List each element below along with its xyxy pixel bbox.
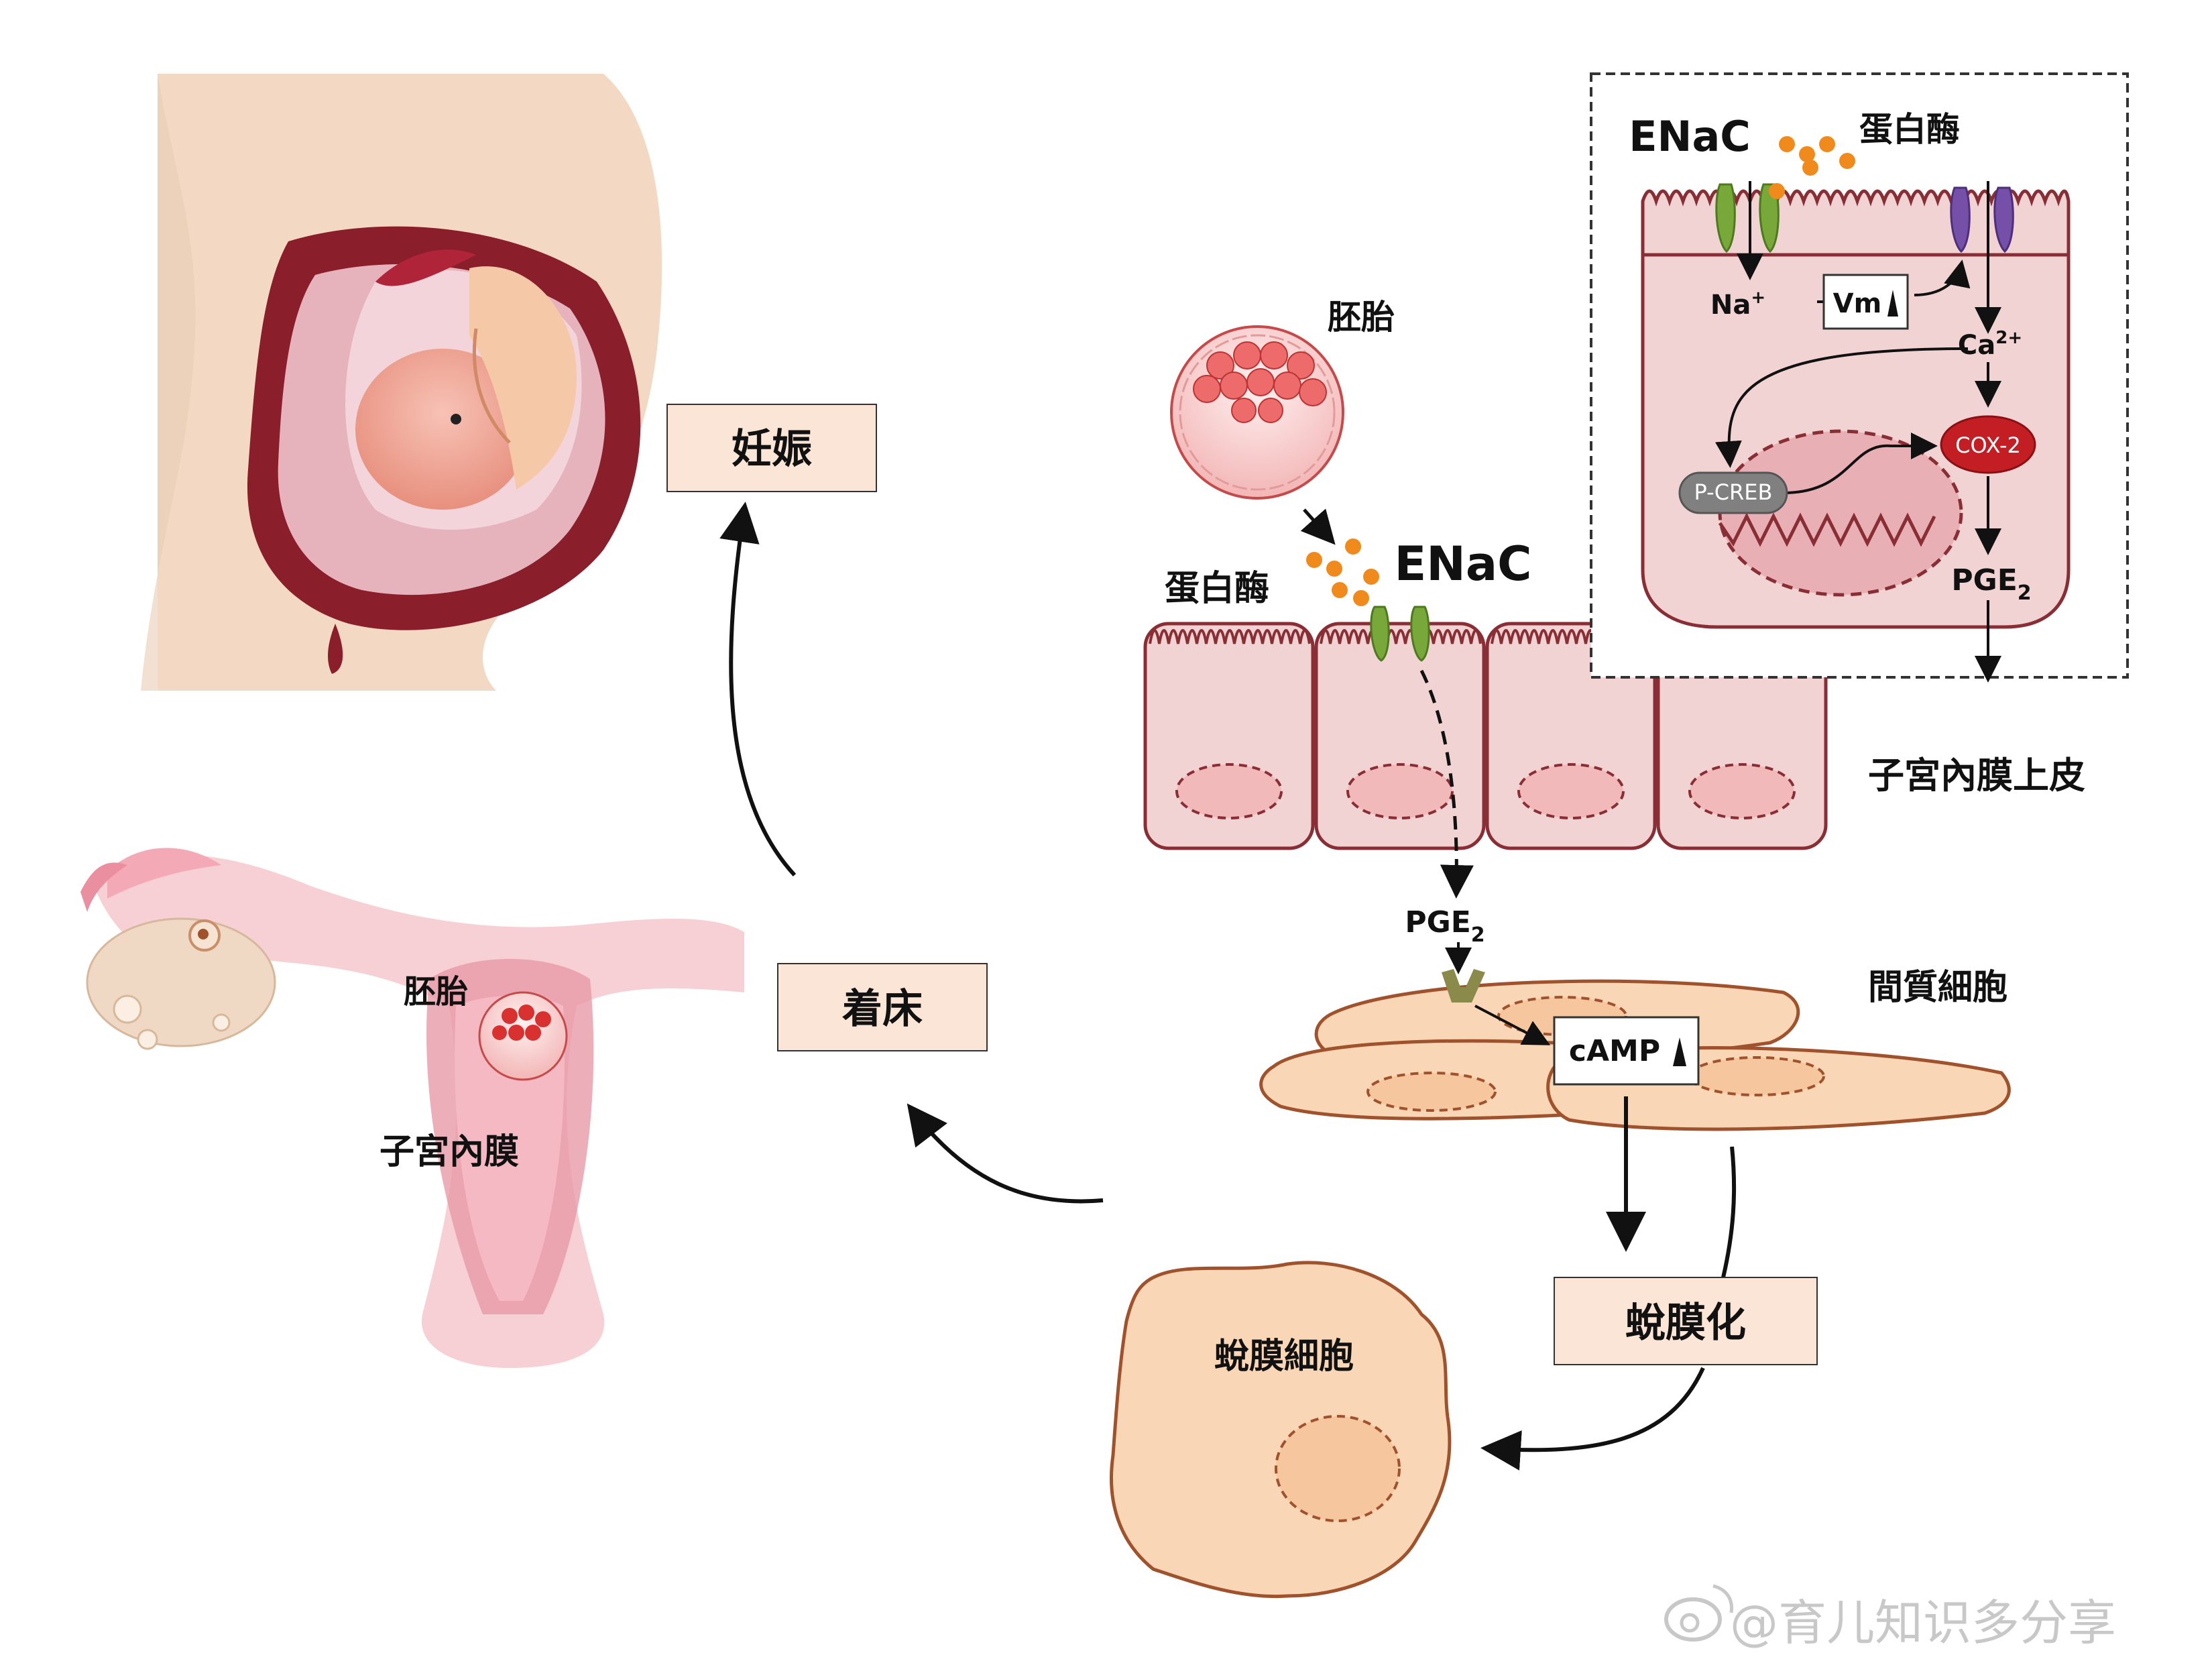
- pge2-receptor-icon: [1442, 969, 1485, 1003]
- endometrial-epithelium: [1143, 622, 1828, 850]
- pcreb-label: P-CREB: [1694, 479, 1773, 505]
- pge2-main-label: PGE2: [1405, 905, 1485, 947]
- decidualization-side-line: [1721, 1146, 1737, 1278]
- vm-label: Vm: [1833, 288, 1882, 319]
- endometrial-epithelium-label: 子宮內膜上皮: [1868, 754, 2085, 797]
- cox2-node: [1940, 415, 2036, 474]
- decidual-cell-label: 蛻膜細胞: [1214, 1336, 1354, 1377]
- na-label: Na+: [1710, 288, 1765, 321]
- enac-main-label: ENaC: [1394, 536, 1531, 591]
- decidualization-box: 蛻膜化: [1554, 1277, 1818, 1365]
- decidual-cell: [1110, 1261, 1452, 1599]
- cox2-label: COX-2: [1955, 433, 2021, 458]
- decidualization-label: 蛻膜化: [1625, 1300, 1746, 1347]
- pcreb-node: [1678, 471, 1788, 514]
- to-decidual-cell-arrow: [1480, 1367, 1705, 1471]
- pge2-inset-label: PGE2: [1951, 563, 2031, 605]
- implantation-label: 着床: [842, 986, 923, 1033]
- inset-panel: Vm COX-2 P-CREB ENaC 蛋白酶 Na+ Ca2+ PGE2: [1590, 72, 2129, 683]
- up-arrow-icon: [1673, 1037, 1686, 1066]
- camp-label: cAMP: [1569, 1034, 1660, 1068]
- stromal-cells-label: 間質細胞: [1868, 968, 2007, 1008]
- ca-label: Ca2+: [1958, 328, 2022, 361]
- embryo-to-protease-arrow: [1300, 508, 1336, 545]
- protease-inset-label: 蛋白酶: [1859, 110, 1960, 149]
- pregnancy-illustration: [141, 74, 662, 691]
- up-arrow-icon: [1887, 290, 1898, 317]
- embryo-top-label: 胚胎: [1328, 298, 1395, 337]
- watermark-text: @育儿知识多分享: [1730, 1595, 2116, 1651]
- protease-dots-main: [1306, 538, 1379, 606]
- endometrium-label: 子宮內膜: [380, 1132, 519, 1172]
- implanted-embryo: [478, 991, 568, 1081]
- epithelial-cell: [1656, 622, 1828, 850]
- watermark: @育儿知识多分享: [1664, 1584, 2116, 1651]
- implantation-to-pregnancy-arrow: [719, 502, 797, 877]
- epithelial-cell: [1314, 622, 1486, 850]
- epithelial-cell: [1485, 622, 1657, 850]
- epithelial-cell: [1143, 622, 1315, 850]
- pregnancy-box: 妊娠: [666, 404, 877, 492]
- enac-inset-label: ENaC: [1629, 112, 1751, 161]
- protease-main-label: 蛋白酶: [1165, 569, 1269, 609]
- blastocyst: [1170, 325, 1344, 500]
- enac-channels-main: [1370, 606, 1430, 662]
- embryo-left-label: 胚胎: [404, 973, 468, 1011]
- to-implantation-arrow: [907, 1103, 1104, 1204]
- camp-box: cAMP: [1553, 1016, 1700, 1086]
- receptor-to-camp-arrow: [1474, 1005, 1551, 1045]
- uterus-illustration: [80, 848, 744, 1368]
- implantation-box: 着床: [777, 963, 988, 1051]
- weibo-logo-icon: [1664, 1584, 1734, 1642]
- enac-to-pge2-dashed-arrow: [1419, 669, 1474, 899]
- pregnancy-label: 妊娠: [732, 426, 812, 473]
